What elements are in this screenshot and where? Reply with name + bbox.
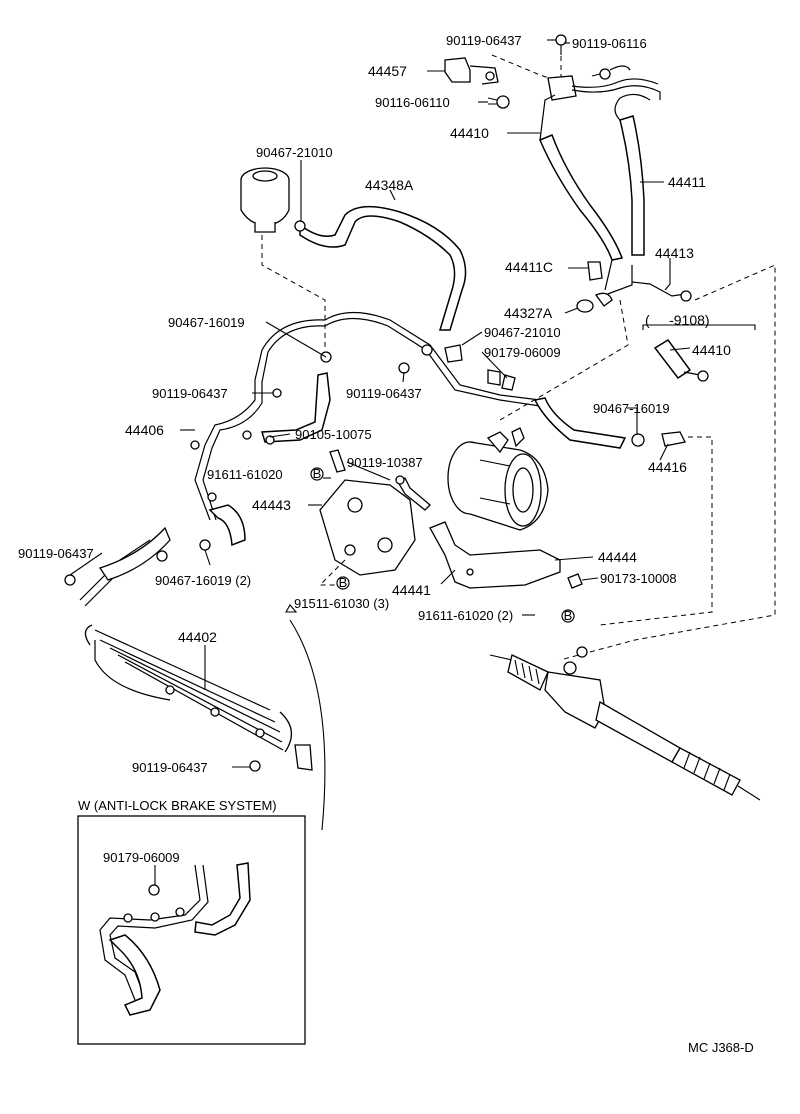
bracket-44443 [319,479,416,576]
label-90119-06116: 90119-06116 [572,36,647,51]
power-steering-pump [447,427,549,531]
clip-90173-10008 [567,573,583,589]
inset-frame [77,815,306,1045]
label-44406: 44406 [125,422,164,438]
label-91511-61030: 91511-61030 (3) [294,596,389,611]
label-90467-21010-b: 90467-21010 [484,325,561,340]
pipe-44406 [324,311,541,401]
label-90467-16019-b: 90467-16019 [593,401,670,416]
label-44411: 44411 [668,174,706,190]
bolt-90119-06437-top [555,34,567,55]
label-91611-61020: 91611-61020 [207,467,283,482]
clamp-44327A [576,299,594,313]
reservoir [240,167,290,233]
hose-44348A [299,206,467,331]
label-90119-06437-b: 90119-06437 [346,386,422,401]
label-90105-10075: 90105-10075 [295,427,372,442]
label-44348A: 44348A [365,177,414,193]
fitting-44411C [587,261,603,281]
label-90467-21010-a: 90467-21010 [256,145,333,160]
label-9108: ( -9108) [645,312,710,328]
label-90467-16019-2: 90467-16019 (2) [155,573,251,588]
inset-title: W (ANTI-LOCK BRAKE SYSTEM) [78,798,277,813]
label-44402: 44402 [178,629,217,645]
label-44416: 44416 [648,459,687,475]
label-91611-61020-2: 91611-61020 (2) [418,608,513,623]
label-44410-alt: 44410 [692,342,731,358]
hose-44411 [619,115,645,256]
diagram-code: MC J368-D [688,1040,754,1055]
inset-abs-hoses [99,862,251,1016]
label-44327A: 44327A [504,305,553,321]
label-44413: 44413 [655,245,694,261]
bracket-44457 [444,57,499,85]
label-90116-06110: 90116-06110 [375,95,450,110]
pipe-44413 [631,281,692,302]
label-44410: 44410 [450,125,489,141]
label-90467-16019-a: 90467-16019 [168,315,245,330]
label-44444: 44444 [598,549,637,565]
bolt-mark-b-2: B [336,575,350,590]
hose-44410-alt [653,338,709,382]
oil-cooler-44402 [64,526,313,771]
label-90119-06437-a: 90119-06437 [152,386,228,401]
label-90119-06437-top: 90119-06437 [446,33,522,48]
label-44441: 44441 [392,582,431,598]
svg-text:B: B [564,608,573,623]
label-90119-06437-d: 90119-06437 [132,760,208,775]
bracket-center [547,75,577,101]
fitting-44416 [661,431,686,447]
leader-lines [69,39,691,885]
bolt-mark-b-1: B [310,466,324,481]
bolt-mark-b-3: B [561,608,575,623]
label-90179-06009: 90179-06009 [484,345,561,360]
label-90119-06437-c: 90119-06437 [18,546,94,561]
inset-label-90179-06009: 90179-06009 [103,850,180,865]
bolt-90116-06110 [487,95,510,109]
label-90173-10008: 90173-10008 [600,571,677,586]
steering-rack [489,646,761,801]
label-44411C: 44411C [505,259,553,275]
label-90119-10387: 90119-10387 [347,455,423,470]
bracket-44441 [429,521,561,589]
svg-text:B: B [339,575,348,590]
label-44457: 44457 [368,63,407,79]
bolt-90119-06116 [591,68,611,80]
svg-text:B: B [313,466,322,481]
label-44443: 44443 [252,497,291,513]
hose-44410 [539,134,624,261]
